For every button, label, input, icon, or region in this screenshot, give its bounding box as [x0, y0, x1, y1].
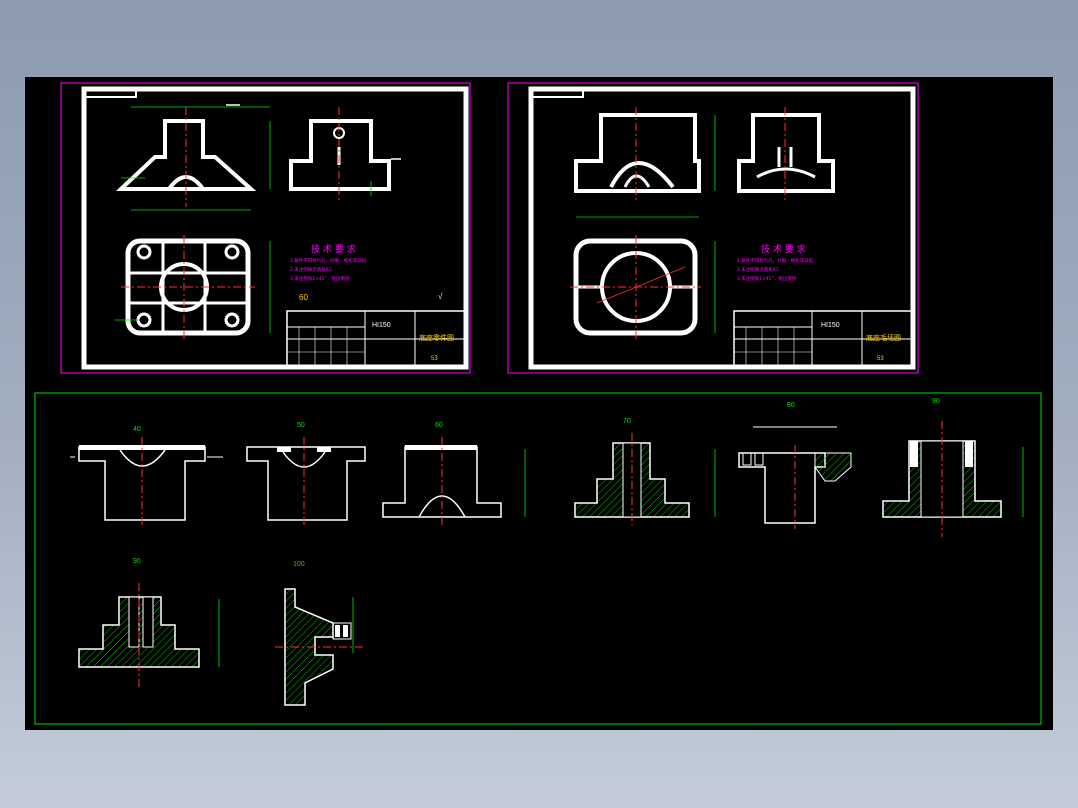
operation-60: 60 — [382, 422, 526, 525]
sheet2-part-name: 底座毛坯图 — [866, 333, 901, 342]
sheet1-sheet-no: 53 — [431, 356, 438, 362]
sheet1-title-block: HI150 底座零件图 53 — [286, 310, 467, 368]
sheet2-title-block: HI150 底座毛坯图 53 — [733, 310, 914, 368]
sheet2-code: HI150 — [821, 322, 840, 329]
sheet2-sheet-no: 53 — [877, 356, 884, 362]
cad-drawing-canvas[interactable]: 技 术 要 求 1.铸件不得有气孔、砂眼、缩松等缺陷 2.未注明铸造圆角R3 3… — [25, 77, 1053, 730]
operation-label: 60 — [435, 422, 443, 429]
sheet2-side-view — [737, 107, 835, 202]
sheet-blank-drawing: 技 术 要 求 1.铸件不得有气孔、砂眼、缩松等缺陷 2.未注明铸造圆角R3 3… — [507, 82, 919, 374]
operation-100: 100 — [275, 561, 365, 706]
tech-note-3: 3.未注倒角1×45°，锐边倒钝 — [290, 275, 350, 282]
sheet2-top-view — [570, 235, 716, 339]
sheet1-tech-notes: 技 术 要 求 1.铸件不得有气孔、砂眼、缩松等缺陷 2.未注明铸造圆角R3 3… — [290, 243, 443, 302]
operation-label: 50 — [297, 422, 305, 429]
sheet2-outer-frame — [507, 82, 919, 374]
operation-40: 40 — [70, 426, 223, 525]
sheet2-front-view — [574, 107, 716, 218]
operation-90b: 90 — [78, 558, 220, 689]
sheet1-top-view — [115, 235, 271, 339]
sheet1-corner-label — [83, 88, 137, 98]
roughness-symbol: √ — [438, 292, 443, 301]
tech-requirements-title: 技 术 要 求 — [761, 243, 806, 255]
sheet1-part-name: 底座零件图 — [419, 333, 454, 342]
scale-mark: 60 — [299, 293, 308, 302]
operation-label: 40 — [133, 426, 141, 433]
cad-drawing: 技 术 要 求 1.铸件不得有气孔、砂眼、缩松等缺陷 2.未注明铸造圆角R3 3… — [34, 82, 1042, 725]
sheet1-outer-frame — [60, 82, 471, 374]
operation-70: 70 — [574, 418, 716, 525]
operation-label: 90 — [133, 558, 141, 565]
tech-note-1: 1.铸件不得有气孔、砂眼、缩松等缺陷 — [737, 257, 814, 264]
sheet1-inner-frame — [81, 86, 469, 370]
operation-label: 70 — [623, 418, 631, 425]
sheet2-tech-notes: 技 术 要 求 1.铸件不得有气孔、砂眼、缩松等缺陷 2.未注明铸造圆角R3 3… — [737, 243, 814, 282]
operation-label: 100 — [293, 561, 305, 568]
tech-note-2: 2.未注明铸造圆角R3 — [290, 266, 332, 273]
sheet2-inner-frame — [528, 86, 916, 370]
sheet2-corner-label — [530, 88, 584, 98]
operation-50: 50 — [246, 422, 366, 525]
operations-panel: 40 50 60 70 — [34, 392, 1042, 725]
operation-label: 80 — [787, 402, 795, 409]
tech-note-3: 3.未注倒角1×45°，锐边倒钝 — [737, 275, 797, 282]
operation-80: 80 — [738, 402, 852, 529]
operation-label: 90 — [932, 398, 940, 405]
sheet1-front-view — [115, 104, 271, 211]
operation-90a: 90 — [882, 398, 1024, 537]
tech-requirements-title: 技 术 要 求 — [311, 243, 356, 255]
tech-note-1: 1.铸件不得有气孔、砂眼、缩松等缺陷 — [290, 257, 367, 264]
tech-note-2: 2.未注明铸造圆角R3 — [737, 266, 779, 273]
sheet1-side-view — [289, 107, 401, 202]
operations-frame — [34, 392, 1042, 725]
sheet1-code: HI150 — [372, 322, 391, 329]
sheet-part-drawing: 技 术 要 求 1.铸件不得有气孔、砂眼、缩松等缺陷 2.未注明铸造圆角R3 3… — [60, 82, 471, 374]
